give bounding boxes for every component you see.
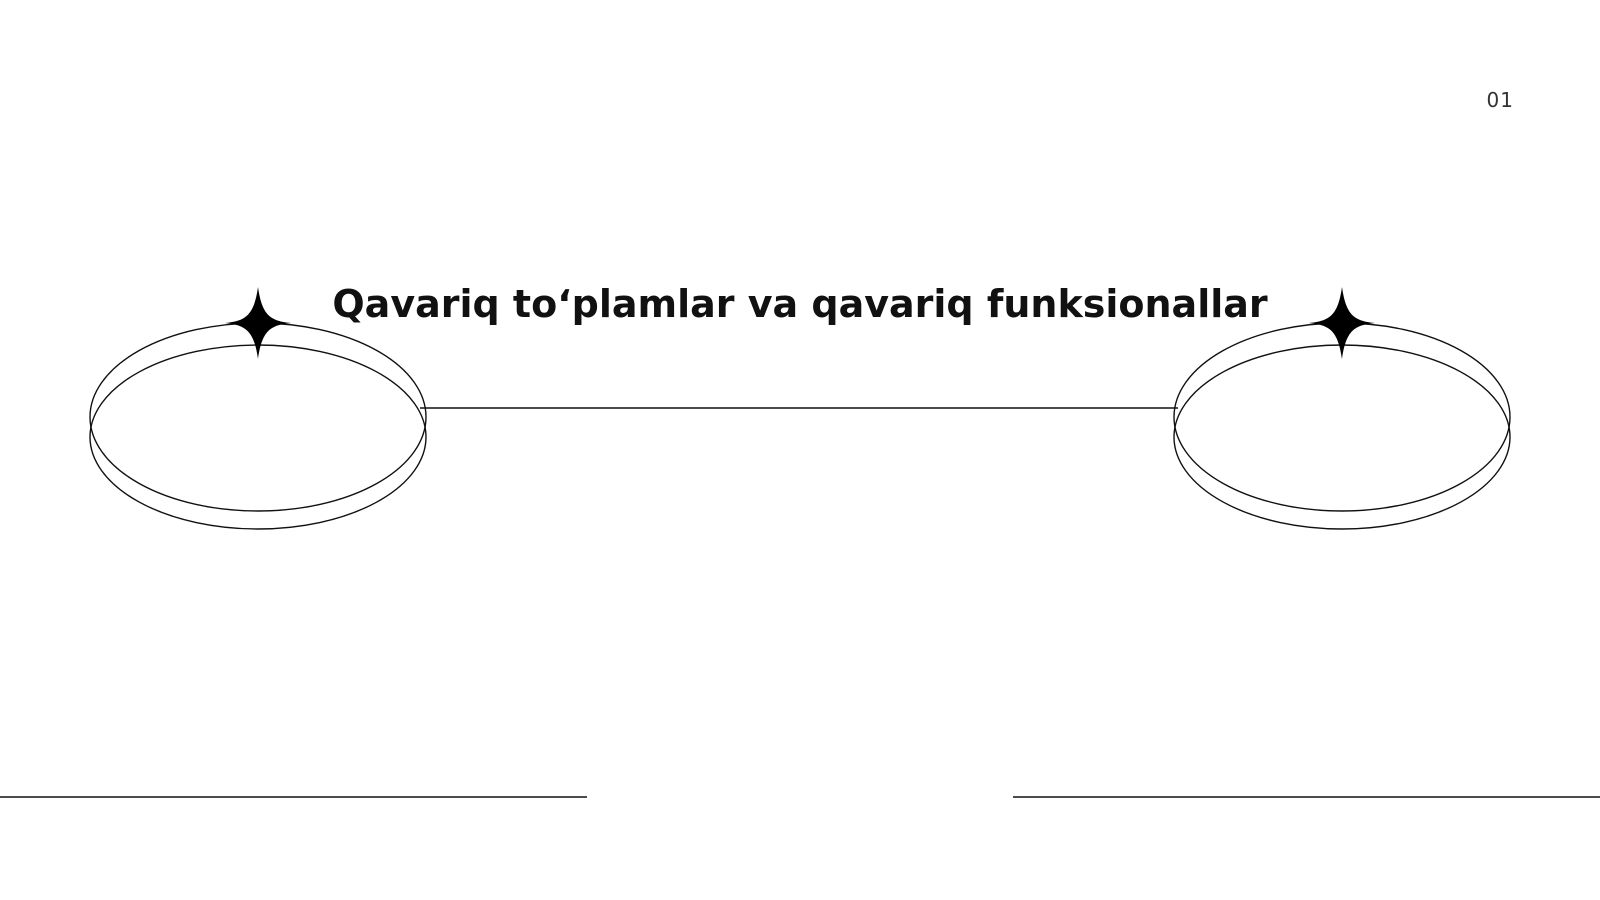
sparkle-left-icon	[225, 287, 291, 359]
page-number: 01	[1486, 88, 1514, 112]
sparkle-right-icon	[1309, 287, 1375, 359]
slide-title: Qavariq to‘plamlar va qavariq funksional…	[332, 282, 1268, 326]
